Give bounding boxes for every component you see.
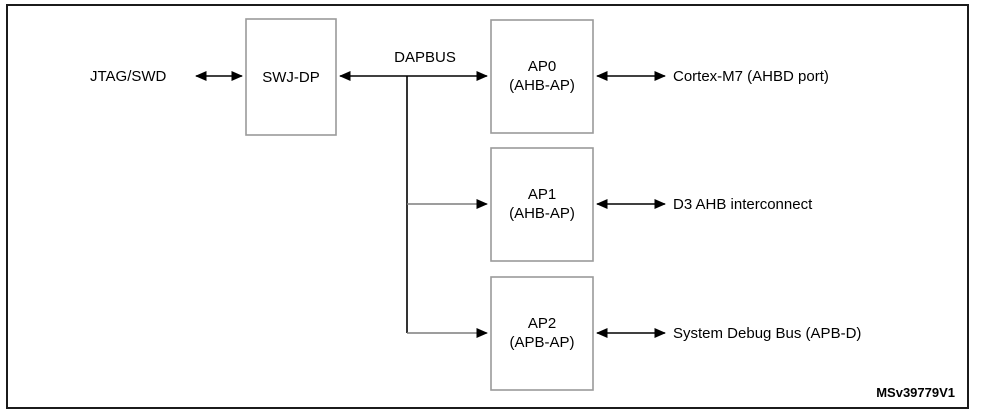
node-label-ap2-line1: AP2 <box>528 315 556 332</box>
node-label-swj-dp: SWJ-DP <box>262 69 320 86</box>
endpoint-label-cortex-m7: Cortex-M7 (AHBD port) <box>673 68 829 85</box>
endpoint-label-jtag-swd: JTAG/SWD <box>90 68 167 85</box>
node-box-swj-dp <box>245 18 337 136</box>
endpoint-label-d3-ahb-interconnect: D3 AHB interconnect <box>673 196 813 213</box>
figure-id-label: MSv39779V1 <box>876 385 955 400</box>
figure-frame <box>6 4 969 409</box>
node-box-ap0 <box>490 19 594 134</box>
node-box-ap2 <box>490 276 594 391</box>
node-label-ap1-line1: AP1 <box>528 186 556 203</box>
edge-label-dapbus: DAPBUS <box>394 49 456 66</box>
node-label-ap2-line2: (APB-AP) <box>509 334 574 351</box>
node-box-ap1 <box>490 147 594 262</box>
node-label-ap0-line1: AP0 <box>528 58 556 75</box>
endpoint-label-system-debug-bus: System Debug Bus (APB-D) <box>673 325 861 342</box>
node-label-ap1-line2: (AHB-AP) <box>509 205 575 222</box>
node-label-ap0-line2: (AHB-AP) <box>509 77 575 94</box>
